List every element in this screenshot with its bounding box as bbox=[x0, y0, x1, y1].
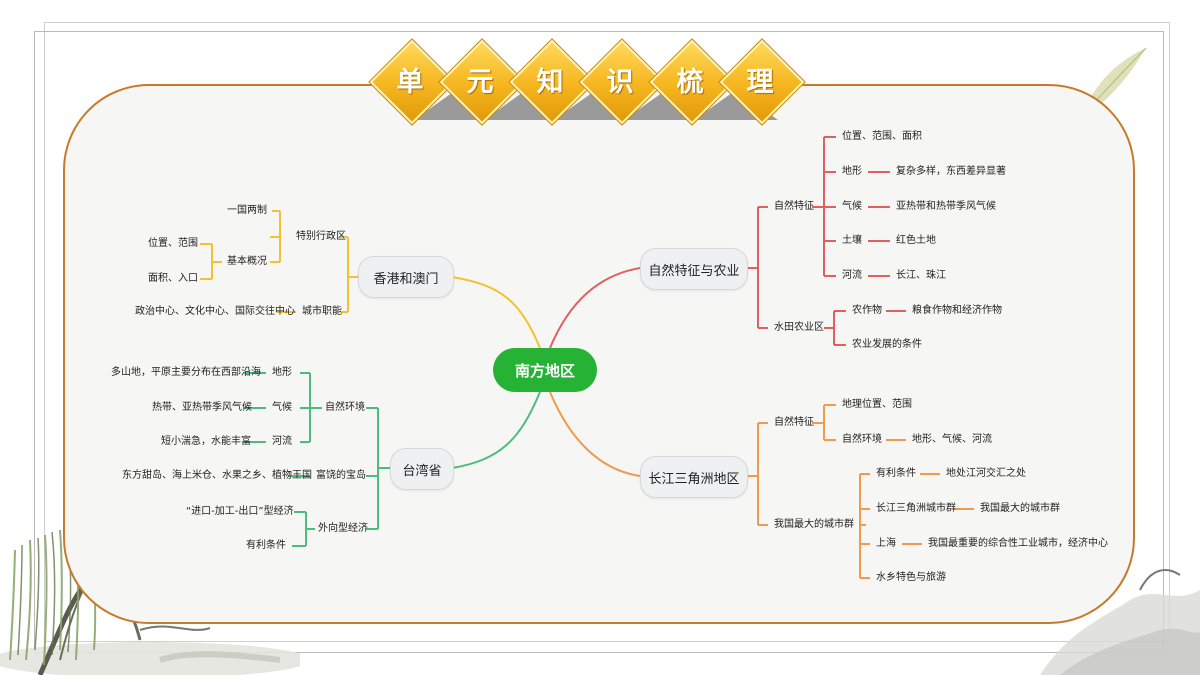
label-yz-shanghai: 上海 bbox=[876, 538, 896, 549]
label-na-crops-detail: 粮食作物和经济作物 bbox=[912, 305, 1002, 316]
label-na-position: 位置、范围、面积 bbox=[842, 131, 922, 142]
label-one-country: 一国两制 bbox=[227, 205, 267, 216]
label-yz-nature: 自然特征 bbox=[774, 417, 814, 428]
label-yz-advantage-detail: 地处江河交汇之处 bbox=[946, 468, 1026, 479]
mountain-decoration bbox=[1040, 569, 1200, 675]
label-na-paddy: 水田农业区 bbox=[774, 322, 824, 333]
label-tw-export: 外向型经济 bbox=[318, 523, 368, 534]
label-yz-group-detail: 我国最大的城市群 bbox=[980, 503, 1060, 514]
frame-outer bbox=[34, 31, 1164, 653]
label-basic-info: 基本概况 bbox=[227, 256, 267, 267]
label-yz-shanghai-detail: 我国最重要的综合性工业城市，经济中心 bbox=[928, 538, 1108, 549]
label-yz-water: 水乡特色与旅游 bbox=[876, 572, 946, 583]
label-tw-treasure: 富饶的宝岛 bbox=[316, 470, 366, 481]
label-na-climate-detail: 亚热带和热带季风气候 bbox=[896, 201, 996, 212]
root-node: 南方地区 bbox=[493, 348, 597, 392]
label-na-soil: 土壤 bbox=[842, 235, 862, 246]
label-hk-location: 位置、范围 bbox=[148, 238, 198, 249]
label-tw-nature: 自然环境 bbox=[325, 402, 365, 413]
label-na-river-detail: 长江、珠江 bbox=[896, 270, 946, 281]
label-tw-river: 河流 bbox=[272, 436, 292, 447]
label-na-river: 河流 bbox=[842, 270, 862, 281]
label-na-terrain: 地形 bbox=[842, 166, 862, 177]
title-char: 梳 bbox=[676, 67, 704, 98]
label-tw-treasure-detail: 东方甜岛、海上米仓、水果之乡、植物王国 bbox=[122, 470, 312, 481]
label-hk-area: 面积、入口 bbox=[148, 273, 198, 284]
label-tw-climate-detail: 热带、亚热带季风气候 bbox=[152, 402, 252, 413]
node-taiwan: 台湾省 bbox=[390, 448, 454, 490]
label-na-nature: 自然特征 bbox=[774, 201, 814, 212]
label-na-soil-detail: 红色土地 bbox=[896, 235, 936, 246]
node-yangtze-delta: 长江三角洲地区 bbox=[640, 456, 748, 498]
label-yz-advantage: 有利条件 bbox=[876, 468, 916, 479]
content-card bbox=[63, 84, 1135, 624]
title-char: 知 bbox=[536, 67, 564, 98]
label-na-terrain-detail: 复杂多样，东西差异显著 bbox=[896, 166, 1006, 177]
node-hk-macao: 香港和澳门 bbox=[358, 256, 454, 298]
label-tw-export-conditions: 有利条件 bbox=[246, 540, 286, 551]
label-yz-group: 长江三角洲城市群 bbox=[876, 503, 956, 514]
title-char: 理 bbox=[746, 67, 774, 98]
label-special-zone: 特别行政区 bbox=[296, 231, 346, 242]
label-yz-geo: 地理位置、范围 bbox=[842, 399, 912, 410]
label-yz-cities: 我国最大的城市群 bbox=[774, 519, 854, 530]
title-char: 单 bbox=[396, 67, 424, 98]
label-tw-export-model: “进口-加工-出口”型经济 bbox=[186, 506, 294, 517]
label-tw-river-detail: 短小湍急，水能丰富 bbox=[161, 436, 251, 447]
unit-title-banner: 单 元 知 识 梳 理 bbox=[369, 39, 805, 125]
node-nature-agri: 自然特征与农业 bbox=[640, 248, 748, 290]
label-na-conditions: 农业发展的条件 bbox=[852, 339, 922, 350]
label-na-climate: 气候 bbox=[842, 201, 862, 212]
title-char: 元 bbox=[466, 67, 494, 98]
title-char: 识 bbox=[606, 67, 634, 98]
label-yz-env-detail: 地形、气候、河流 bbox=[912, 434, 992, 445]
label-tw-terrain: 地形 bbox=[272, 367, 292, 378]
label-tw-climate: 气候 bbox=[272, 402, 292, 413]
label-na-crops: 农作物 bbox=[852, 305, 882, 316]
label-city-function: 城市职能 bbox=[302, 306, 342, 317]
label-city-function-detail: 政治中心、文化中心、国际交往中心 bbox=[135, 306, 295, 317]
frame-inner bbox=[44, 22, 1170, 642]
label-tw-terrain-detail: 多山地，平原主要分布在西部沿海 bbox=[111, 367, 261, 378]
label-yz-env: 自然环境 bbox=[842, 434, 882, 445]
